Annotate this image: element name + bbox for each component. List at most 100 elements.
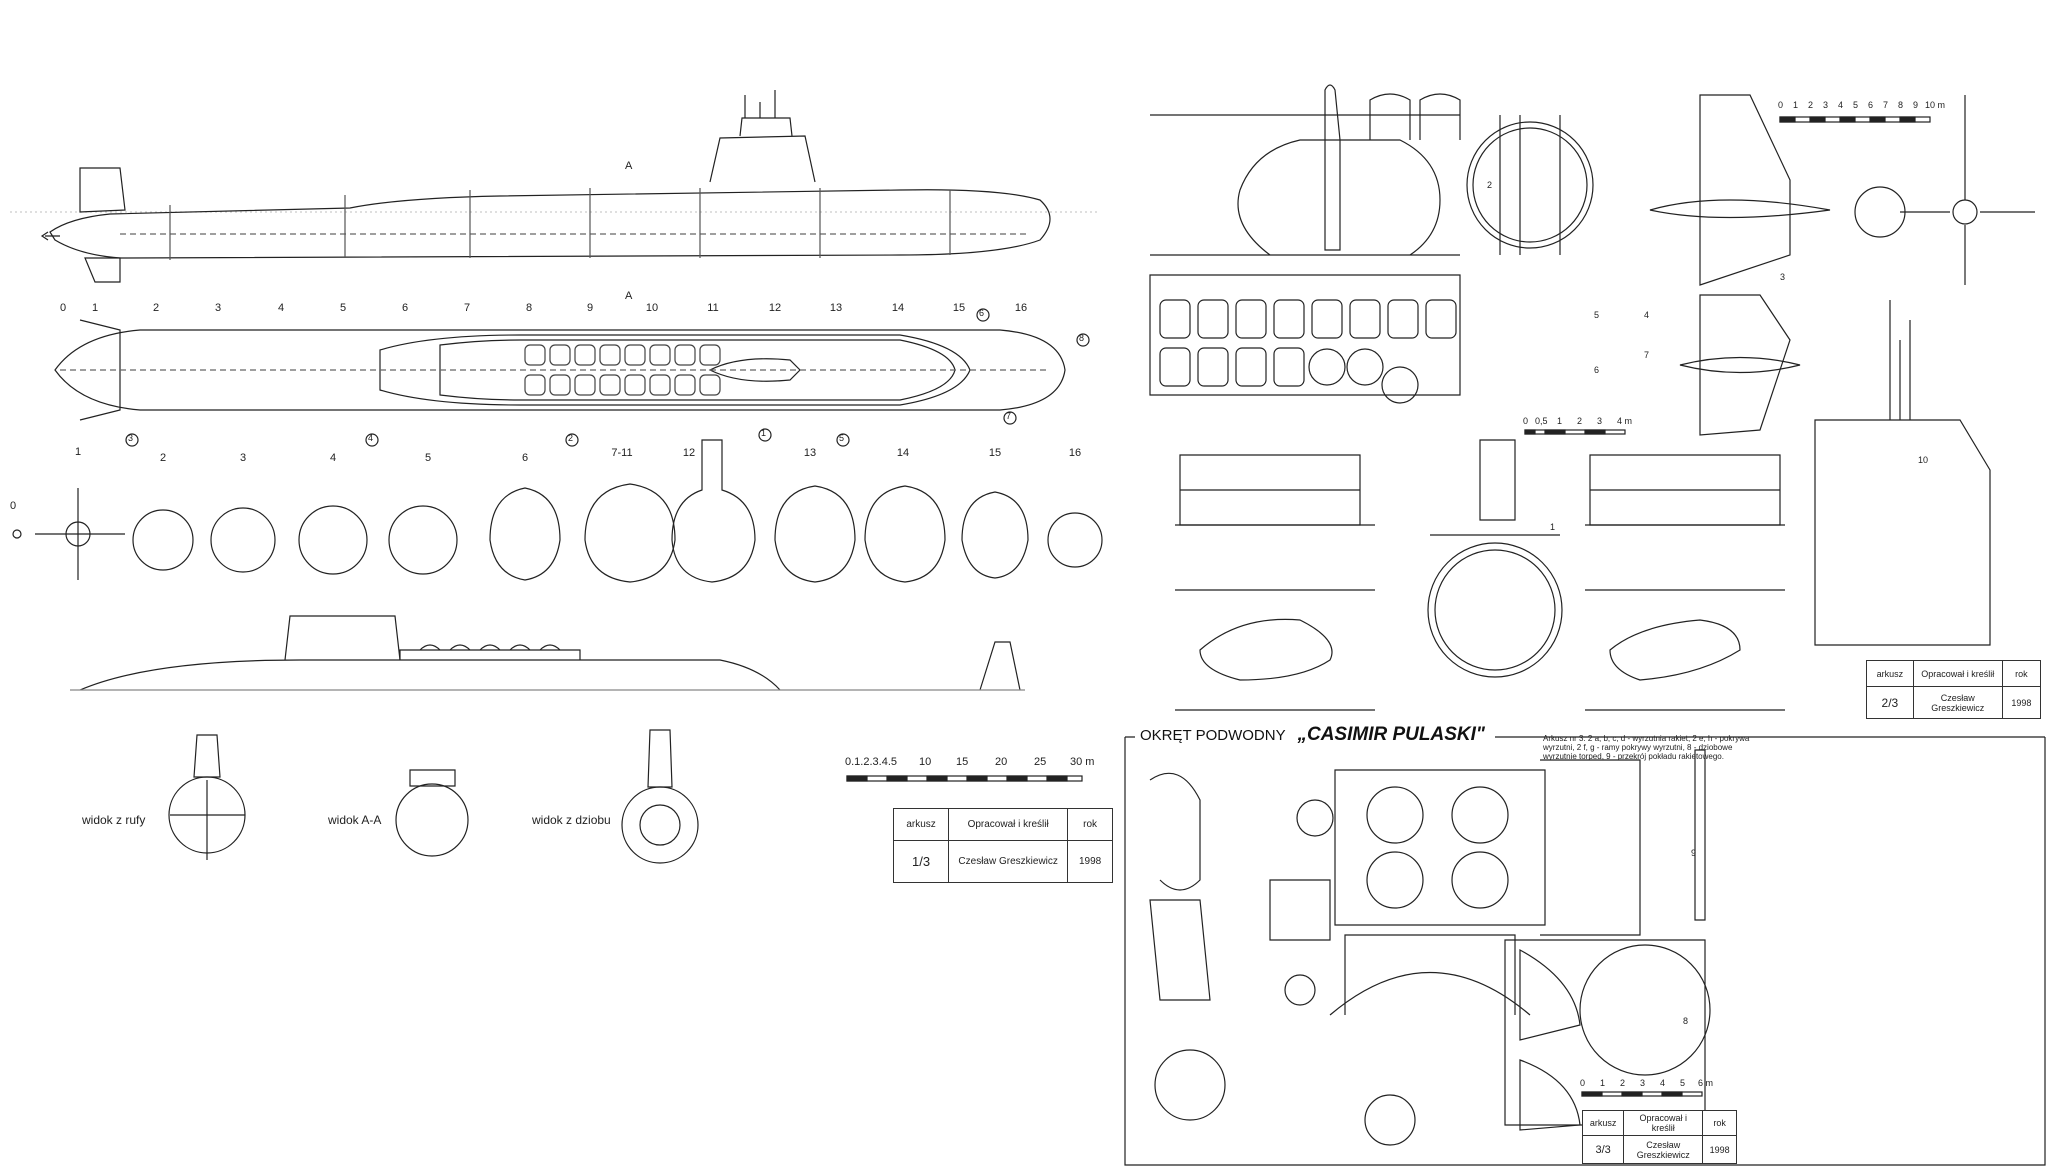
frame-label: 14	[896, 447, 910, 459]
stern-view-label: widok z rufy	[82, 813, 146, 827]
frame-label: 12	[682, 447, 696, 459]
sheet-number: 2/3	[1866, 686, 1914, 719]
frame-label: 16	[1068, 447, 1082, 459]
sheet-notes: Arkusz nr 3: 2 a, b, c, d - wyrzutnia ra…	[1543, 734, 1750, 761]
frame-label: 2	[159, 452, 167, 464]
callout-1: 1	[1550, 522, 1556, 532]
scale-label: 2	[1577, 416, 1583, 426]
frame-label: 1	[74, 446, 82, 458]
callout-9: 9	[1691, 848, 1697, 858]
scale-label: 9	[1913, 100, 1919, 110]
sheet-table-1: arkusz Opracował i kreślił rok 1/3 Czesł…	[892, 808, 1113, 883]
frame-label: 16	[1014, 302, 1028, 314]
frame-label: 13	[829, 302, 843, 314]
frame-label: 3	[239, 452, 247, 464]
frame-label: 6	[401, 302, 409, 314]
end-views	[168, 729, 699, 864]
scale-label: 10	[919, 756, 932, 768]
sheet-number: 1/3	[892, 840, 950, 883]
frame-label: 12	[768, 302, 782, 314]
scale-label: 4	[1660, 1078, 1666, 1088]
scale-label: 7	[1883, 100, 1889, 110]
scale-bar-2	[1779, 116, 1931, 123]
scale-label: 4	[1838, 100, 1844, 110]
callout-2: 2	[568, 433, 574, 443]
rudder-and-propeller-detail	[1649, 94, 2035, 436]
frame-label: 1	[91, 302, 99, 314]
scale-label: 5	[1680, 1078, 1686, 1088]
table-header: rok	[2001, 660, 2042, 687]
frame-label: 7	[463, 302, 471, 314]
sheet-title: OKRĘT PODWODNY „CASIMIR PULASKI"	[1136, 724, 1489, 746]
frame-label: 11	[707, 302, 719, 314]
callout-1: 1	[761, 428, 767, 438]
callout-6: 6	[979, 308, 985, 318]
table-header: arkusz	[1581, 1110, 1625, 1136]
author: Czesław Greszkiewicz	[948, 840, 1069, 883]
scale-label: 2	[1620, 1078, 1626, 1088]
scale-label: 0	[1580, 1078, 1586, 1088]
surfaced-profile	[70, 615, 1025, 691]
scale-label: 15	[956, 756, 969, 768]
scale-label: 4 m	[1617, 416, 1633, 426]
side-elevation	[10, 90, 1100, 283]
table-header: Opracował i kreślił	[948, 808, 1069, 841]
scale-label: 25	[1034, 756, 1047, 768]
table-header: Opracował i kreślił	[1912, 660, 2003, 687]
scale-label: 30 m	[1070, 756, 1095, 768]
scale-label: 3	[1597, 416, 1603, 426]
author: Czesław Greszkiewicz	[1912, 686, 2003, 719]
author: Czesław Greszkiewicz	[1623, 1135, 1704, 1164]
year: 1998	[2001, 686, 2042, 719]
scale-label: 1	[1793, 100, 1799, 110]
scale-label: 3	[1823, 100, 1829, 110]
frame-label: 0	[59, 302, 67, 314]
scale-label: 2	[1808, 100, 1814, 110]
callout-4: 4	[368, 433, 374, 443]
scale-label: 0,5	[1535, 416, 1548, 426]
callout-10: 10	[1918, 455, 1929, 465]
title-prefix: OKRĘT PODWODNY	[1140, 727, 1286, 744]
callout-7: 7	[1644, 350, 1650, 360]
scale-label: 0.1.2.3.4.5	[845, 756, 897, 768]
launcher-section-detail	[1149, 84, 1594, 404]
frame-label: 13	[803, 447, 817, 459]
frame-label: 15	[952, 302, 966, 314]
frame-label: 4	[329, 452, 337, 464]
bow-view-label: widok z dziobu	[532, 813, 611, 827]
scale-label: 6	[1868, 100, 1874, 110]
scale-label: 6 m	[1698, 1078, 1714, 1088]
sheet-3-frame	[1124, 736, 2046, 1166]
scale-label: 0	[1778, 100, 1784, 110]
callout-3: 3	[1780, 272, 1786, 282]
frame-label: 14	[891, 302, 905, 314]
callout-5: 5	[839, 433, 845, 443]
frame-label: 10	[645, 302, 659, 314]
table-header: arkusz	[1866, 660, 1914, 687]
callout-8: 8	[1683, 1016, 1689, 1026]
table-header: arkusz	[892, 808, 950, 841]
frame-label: 8	[525, 302, 533, 314]
section-mark: A	[625, 290, 633, 302]
callout-6: 6	[1594, 365, 1600, 375]
scale-label: 1	[1600, 1078, 1606, 1088]
section-mark: A	[625, 160, 633, 172]
sheet-table-3: arkusz Opracował i kreślił rok 3/3 Czesł…	[1581, 1110, 1737, 1164]
sheet-table-2: arkusz Opracował i kreślił rok 2/3 Czesł…	[1866, 660, 2042, 719]
frame-label: 7-11	[611, 447, 633, 459]
title-ship-name: „CASIMIR PULASKI"	[1297, 724, 1485, 745]
table-header: rok	[1067, 808, 1113, 841]
callout-4: 4	[1644, 310, 1650, 320]
frame-label: 5	[339, 302, 347, 314]
scale-label: 5	[1853, 100, 1859, 110]
frame-label: 4	[277, 302, 285, 314]
frame-label: 15	[988, 447, 1002, 459]
section-origin: 0	[10, 500, 17, 512]
cross-sections	[12, 439, 1103, 583]
year: 1998	[1067, 840, 1113, 883]
callout-7: 7	[1006, 411, 1012, 421]
callout-2: 2	[1487, 180, 1493, 190]
scale-label: 8	[1898, 100, 1904, 110]
scale-label: 3	[1640, 1078, 1646, 1088]
table-header: rok	[1702, 1110, 1737, 1136]
